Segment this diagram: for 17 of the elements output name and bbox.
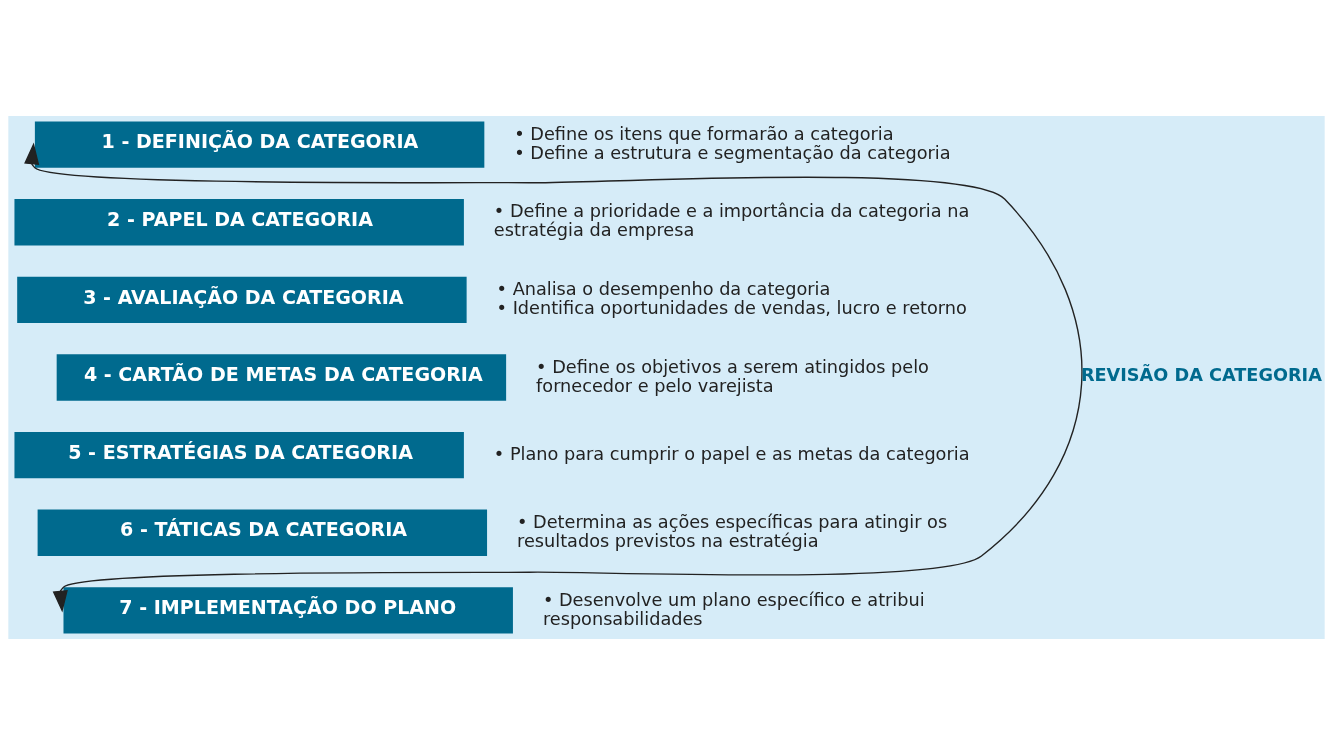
node-label: • Define os objetivos a serem atingidos pelo fornecedor e pelo varejista [536,356,929,396]
node-label: • Plano para cumprir o papel e as metas da categoria [493,443,970,464]
node-label: • Define a prioridade e a importância da categoria na estratégia da empresa [493,201,970,241]
node-label: • Identifica oportunidades de vendas, lucro e retorno [496,298,967,319]
node-box: 2 - PAPEL DA CATEGORIA [14,199,464,246]
node-label: • Analisa o desempenho da categoria [496,278,831,299]
edge-label: REVISÃO DA CATEGORIA [1080,364,1322,385]
node-box: 5 - ESTRATÉGIAS DA CATEGORIA [14,432,464,479]
node-box: 1 - DEFINIÇÃO DA CATEGORIA [34,121,485,168]
node-box: 7 - IMPLEMENTAÇÃO DO PLANO [63,587,513,634]
node-label: • Desenvolve um plano específico e atribui responsabilidades [542,589,925,629]
arrow [24,142,1083,613]
node-label: • Determina as ações específicas para atingir os resultados previstos na estratégia [517,511,948,551]
node-box: 6 - TÁTICAS DA CATEGORIA [37,509,488,556]
node-label: • Define os itens que formarão a categoria [514,123,894,144]
node-box: 4 - CARTÃO DE METAS DA CATEGORIA [56,354,507,401]
node-box: 3 - AVALIAÇÃO DA CATEGORIA [17,276,467,323]
